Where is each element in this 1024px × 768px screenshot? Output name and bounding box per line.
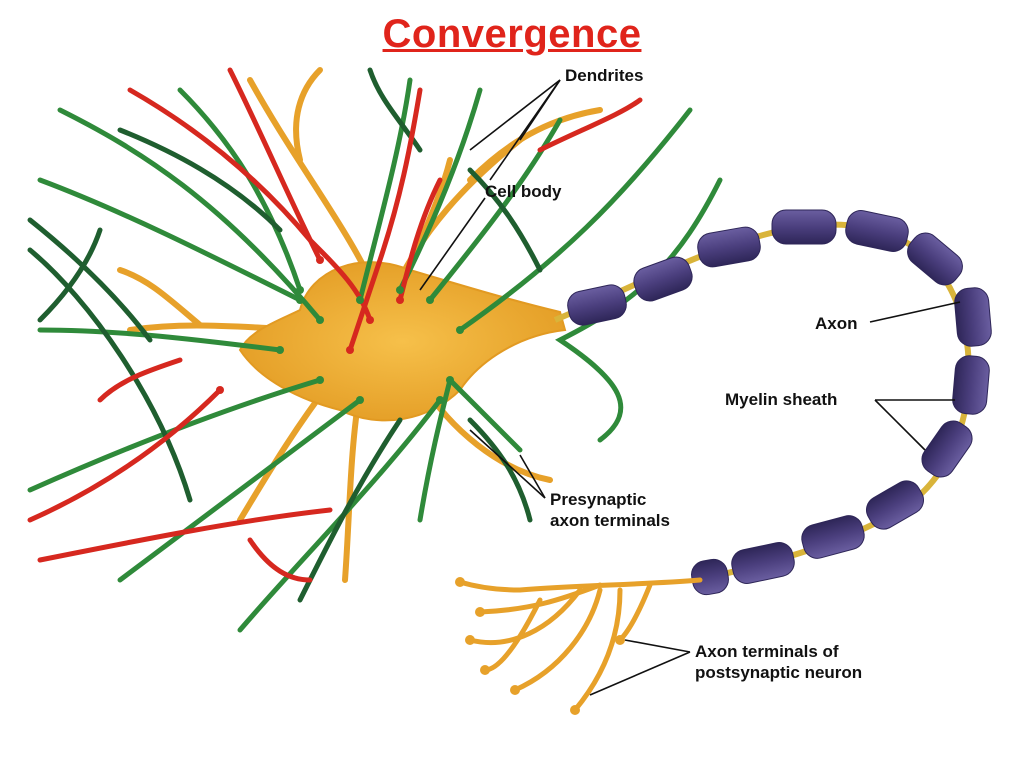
label-presynaptic-line2: axon terminals: [550, 511, 670, 530]
red-presynaptic-axons: [27, 67, 643, 583]
postsynaptic-axon-terminals: [457, 577, 703, 713]
presynaptic-terminal-knobs: [276, 286, 464, 404]
label-cell-body: Cell body: [485, 182, 562, 201]
label-presynaptic-line1: Presynaptic: [550, 490, 646, 509]
red-terminal-knobs: [216, 256, 404, 394]
green-presynaptic-axons: [27, 77, 723, 633]
dark-green-axons: [27, 67, 543, 603]
label-axon: Axon: [815, 314, 858, 333]
label-postsynaptic-line2: postsynaptic neuron: [695, 663, 862, 682]
label-postsynaptic-line1: Axon terminals of: [695, 642, 839, 661]
myelin-sheath-segments: [567, 209, 992, 596]
postsynaptic-terminal-knobs: [455, 577, 625, 715]
label-myelin-sheath: Myelin sheath: [725, 390, 837, 409]
label-dendrites: Dendrites: [565, 66, 643, 85]
slide-title: Convergence: [382, 12, 642, 56]
leader-lines: [419, 79, 961, 696]
